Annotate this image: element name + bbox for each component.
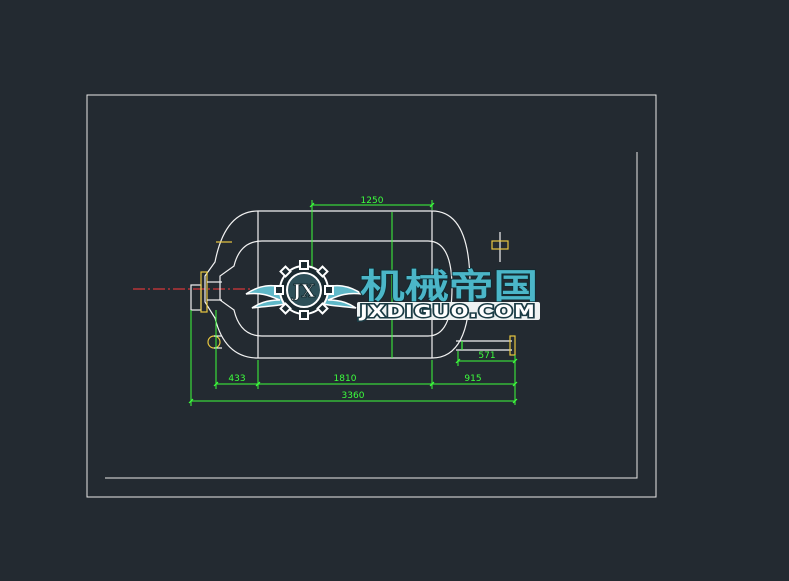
dimension-lines [190,200,516,406]
emblem-letters: JX [291,281,316,302]
vent-nozzle [491,232,509,262]
tank-body [204,210,471,359]
tank-inner-liner [219,240,453,337]
watermark-title: 机械帝国 [360,267,538,307]
dim-right-head: 915 [464,374,481,384]
inner-title-frame [105,152,638,479]
dim-nozzle: 571 [478,351,495,361]
dim-overall: 3360 [342,391,365,401]
dim-left-head: 433 [228,374,245,384]
support-lug [207,335,222,349]
dimension-ticks [188,202,518,404]
gear-icon [274,260,334,320]
watermark-logo: JX 机械帝国 JXDIGUO.COM [245,260,540,324]
dim-top-span: 1250 [361,196,384,206]
watermark-url: JXDIGUO.COM [359,302,536,322]
outer-border-frame [86,94,657,498]
watermark-url-band [357,302,540,320]
dim-shell: 1810 [334,374,357,384]
outlet-nozzle [456,335,516,356]
left-flange-nozzle [190,271,222,313]
